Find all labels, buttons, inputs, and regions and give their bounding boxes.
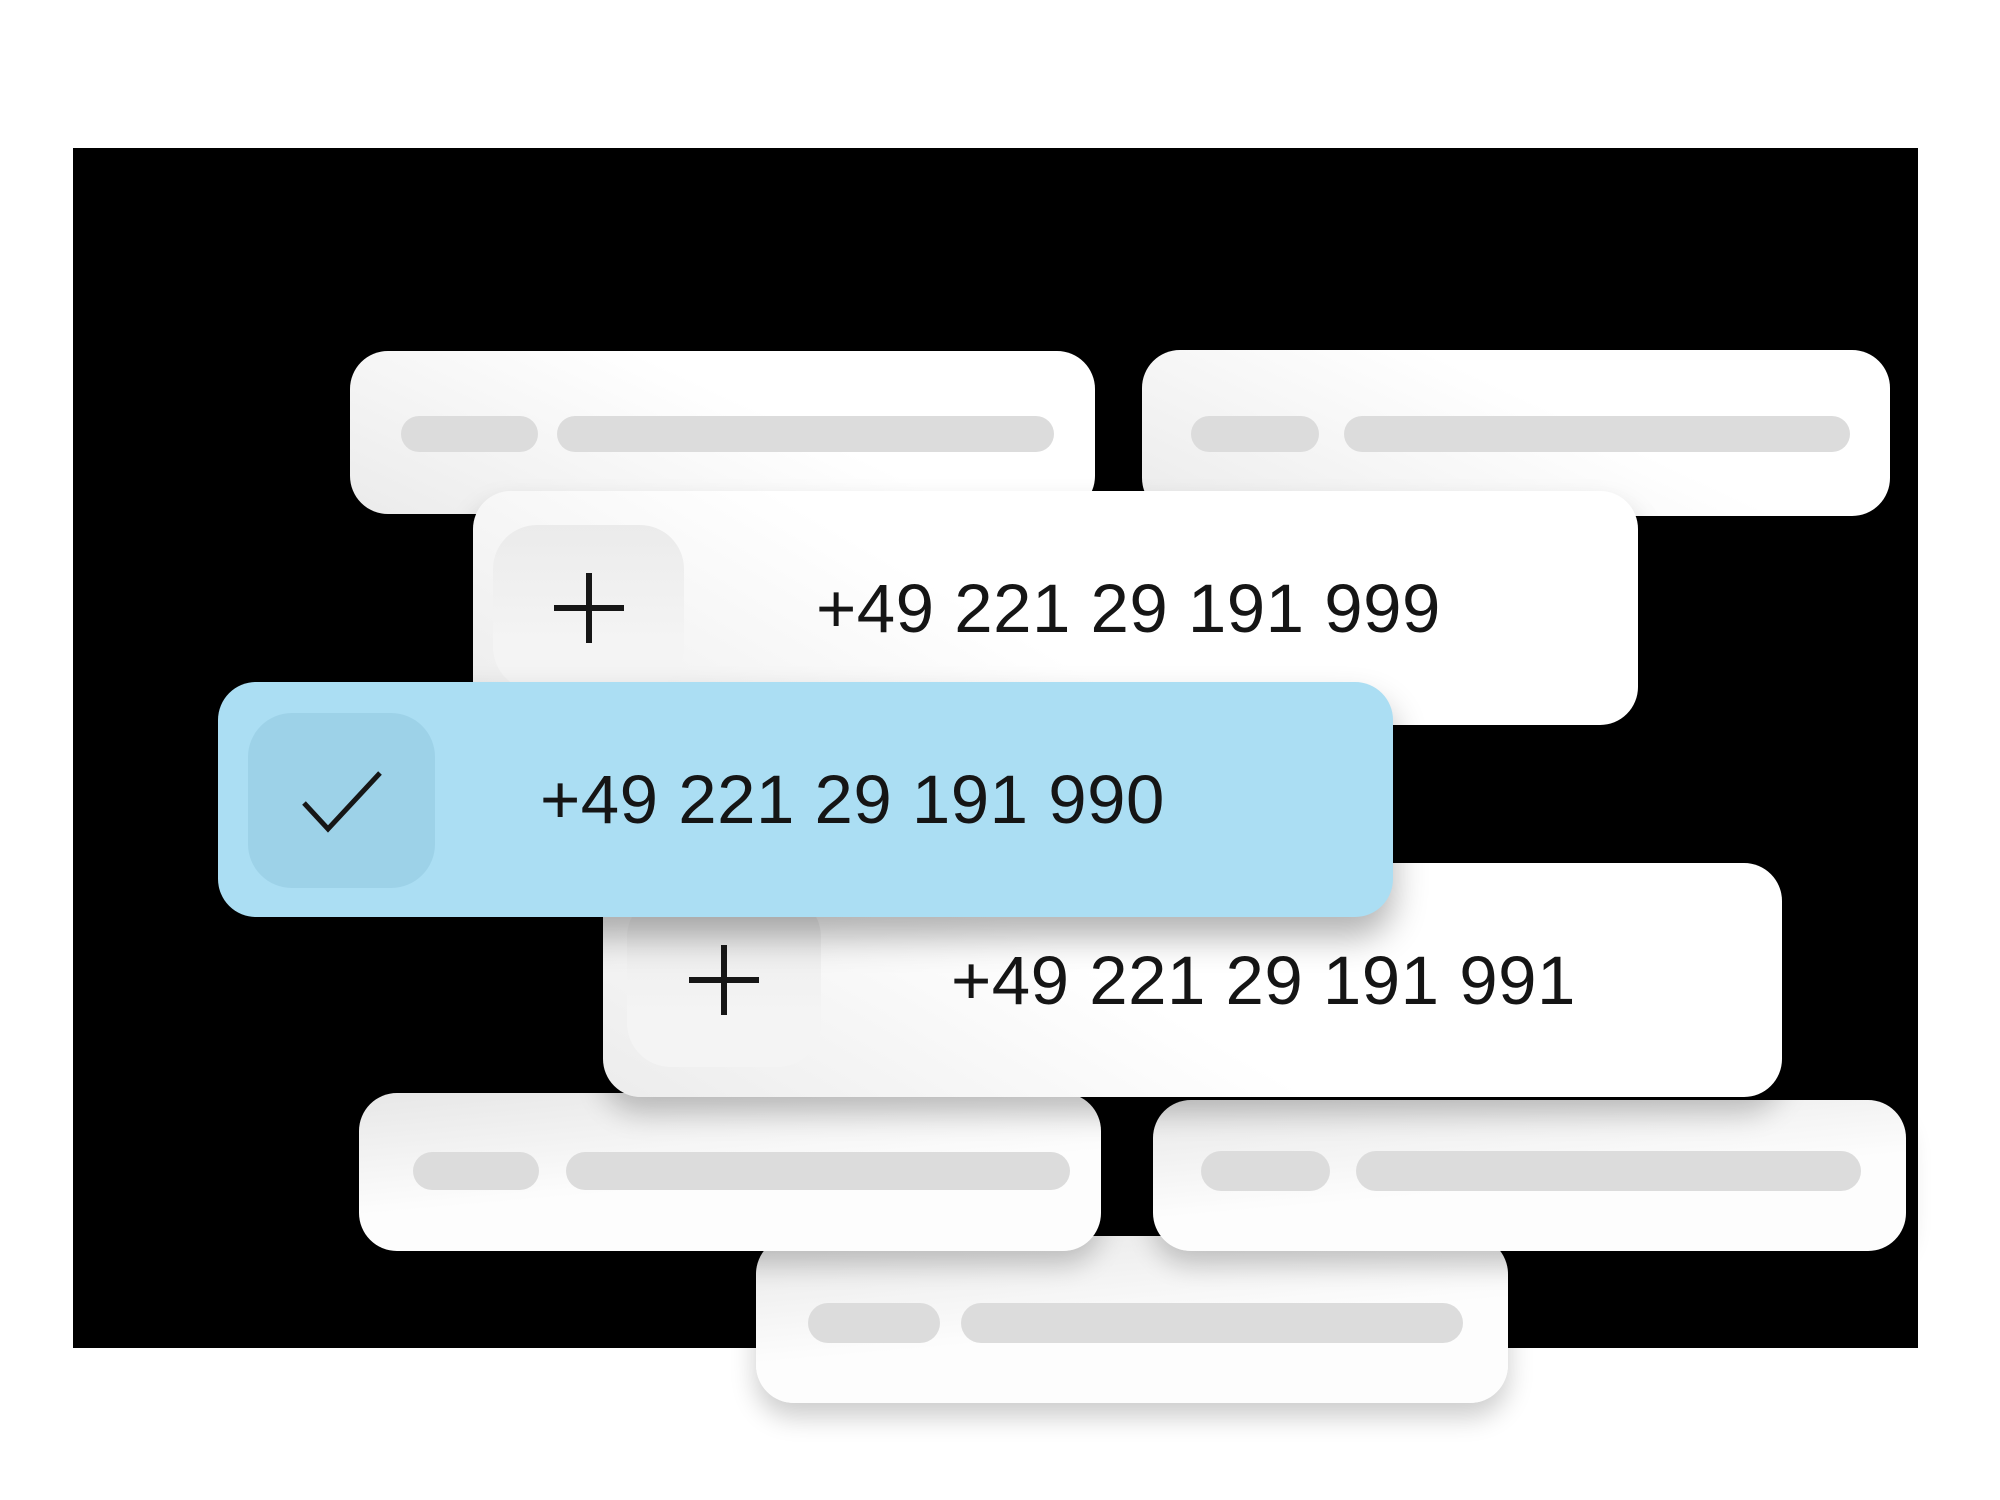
check-icon <box>300 769 384 833</box>
placeholder-pill-short <box>1191 416 1319 452</box>
placeholder-row <box>1153 1100 1906 1251</box>
add-number-button[interactable] <box>493 525 684 691</box>
phone-number-label: +49 221 29 191 990 <box>540 761 1165 838</box>
phone-number-selected-row[interactable]: +49 221 29 191 990 <box>218 682 1393 917</box>
plus-icon <box>689 945 759 1015</box>
placeholder-pill-long <box>1344 416 1850 452</box>
placeholder-row <box>1142 350 1890 516</box>
placeholder-row <box>756 1236 1508 1403</box>
placeholder-row <box>350 351 1095 514</box>
placeholder-row <box>359 1093 1101 1251</box>
placeholder-pill-short <box>1201 1151 1330 1191</box>
add-number-button[interactable] <box>627 893 821 1067</box>
black-board: +49 221 29 191 999 +49 221 29 191 990 <box>73 148 1918 1403</box>
placeholder-pill-long <box>566 1152 1070 1190</box>
placeholder-pill-long <box>557 416 1054 452</box>
plus-icon <box>553 573 624 643</box>
placeholder-pill-short <box>808 1303 940 1343</box>
placeholder-pill-long <box>961 1303 1463 1343</box>
phone-number-label: +49 221 29 191 991 <box>951 941 1576 1019</box>
placeholder-pill-short <box>401 416 538 452</box>
phone-number-label: +49 221 29 191 999 <box>816 569 1441 647</box>
placeholder-pill-short <box>413 1152 539 1190</box>
placeholder-pill-long <box>1356 1151 1861 1191</box>
selected-checkbox[interactable] <box>248 713 435 888</box>
